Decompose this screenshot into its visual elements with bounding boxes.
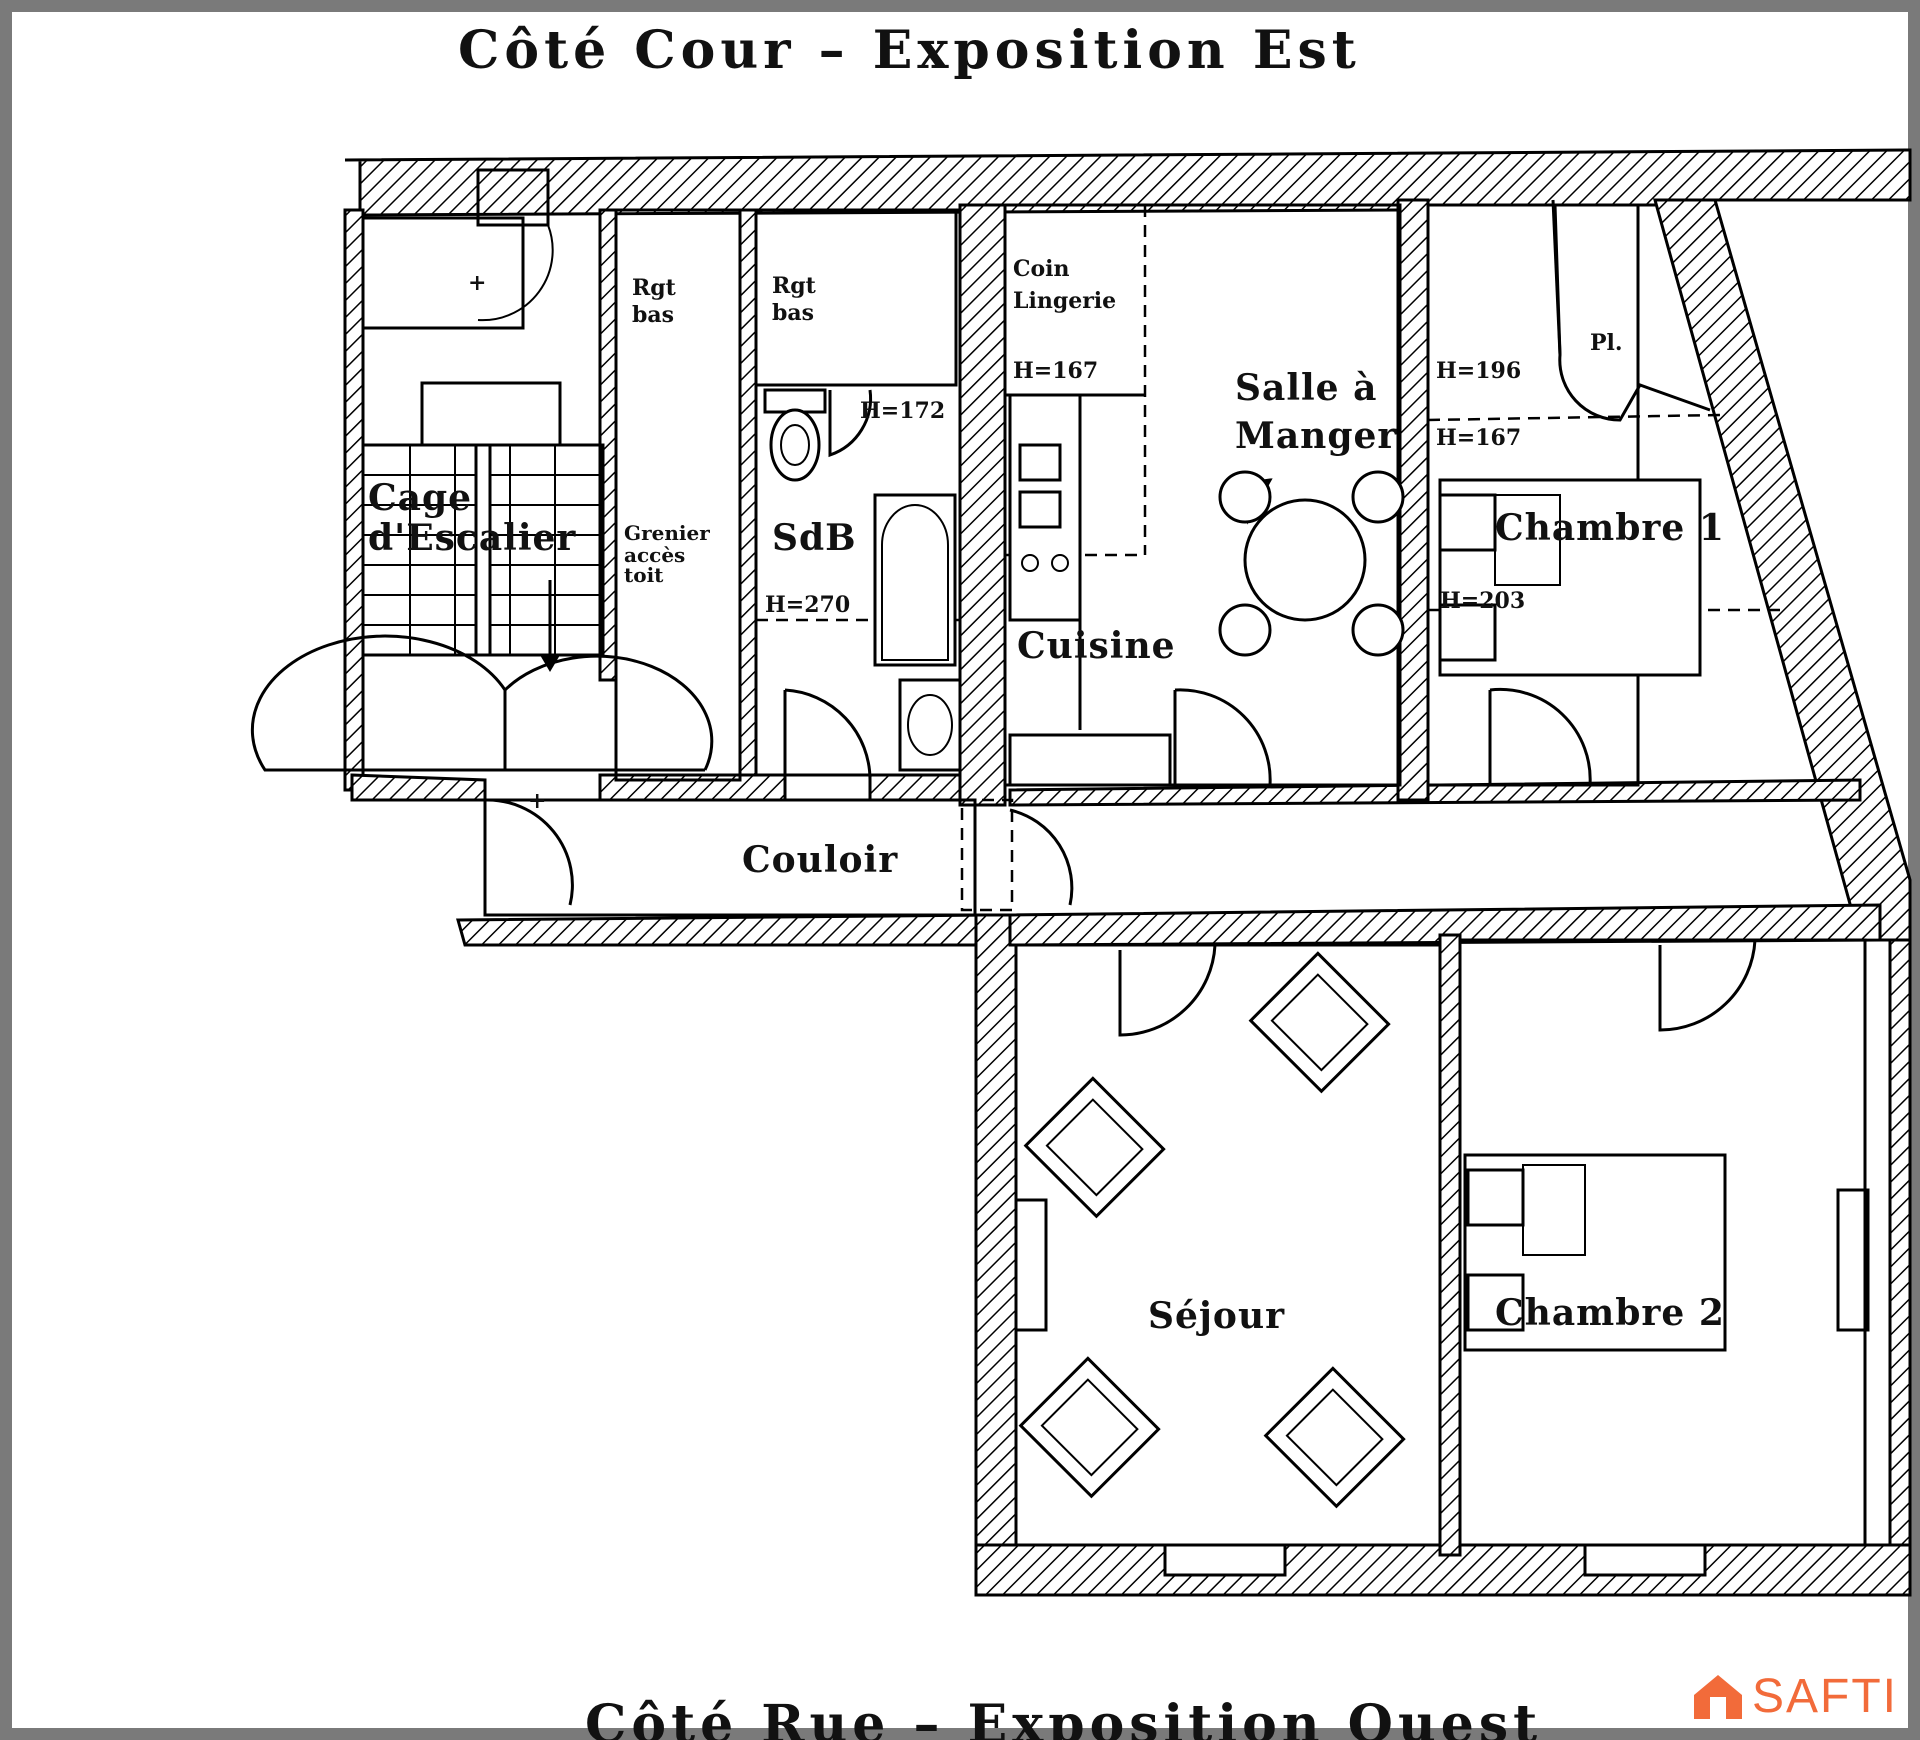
label-cuisine: Cuisine bbox=[1017, 625, 1176, 667]
logo-text: SAFTI bbox=[1751, 1670, 1898, 1723]
label-placard: Pl. bbox=[1590, 330, 1623, 356]
label-grenier-1: Grenier bbox=[624, 521, 710, 545]
label-grenier-2: accès bbox=[624, 543, 685, 567]
height-sdb-wc: H=172 bbox=[860, 398, 945, 424]
label-couloir: Couloir bbox=[742, 839, 898, 881]
room-labels: Cage d'Escalier Rgt bas Rgt bas Grenier … bbox=[368, 256, 1725, 1337]
label-chambre-1: Chambre 1 bbox=[1495, 507, 1725, 549]
house-icon bbox=[1693, 1674, 1742, 1719]
label-lingerie: Lingerie bbox=[1013, 288, 1116, 314]
label-cage-escalier-1: Cage bbox=[368, 477, 472, 519]
safti-logo: SAFTI bbox=[1690, 1669, 1898, 1724]
height-labels: H=172 H=270 H=167 H=196 H=167 H=203 bbox=[765, 358, 1525, 618]
walls bbox=[343, 148, 1912, 1597]
label-cage-escalier-2: d'Escalier bbox=[368, 517, 576, 559]
label-coin: Coin bbox=[1013, 256, 1070, 282]
footer-title: Côté Rue – Exposition Ouest bbox=[585, 1694, 1542, 1740]
height-chambre1-c: H=203 bbox=[1440, 588, 1525, 614]
label-bas-2: bas bbox=[772, 300, 814, 326]
label-sdb: SdB bbox=[772, 517, 857, 559]
label-manger: Manger bbox=[1235, 415, 1397, 457]
height-lingerie: H=167 bbox=[1013, 358, 1098, 384]
interior-lines: + + bbox=[250, 168, 1870, 1577]
stair-treads bbox=[363, 445, 603, 655]
height-chambre1-b: H=167 bbox=[1436, 425, 1521, 451]
svg-text:+: + bbox=[468, 270, 486, 296]
label-salle-a: Salle à bbox=[1235, 367, 1377, 409]
armchairs bbox=[1018, 951, 1406, 1509]
label-sejour: Séjour bbox=[1148, 1295, 1285, 1337]
label-bas-1: bas bbox=[632, 302, 674, 328]
height-sdb: H=270 bbox=[765, 592, 850, 618]
svg-text:+: + bbox=[528, 788, 546, 814]
header-title: Côté Cour – Exposition Est bbox=[458, 20, 1361, 81]
label-chambre-2: Chambre 2 bbox=[1495, 1292, 1725, 1334]
height-chambre1-a: H=196 bbox=[1436, 358, 1521, 384]
label-grenier-3: toit bbox=[624, 563, 664, 587]
label-rgt-1: Rgt bbox=[632, 275, 677, 301]
label-rgt-2: Rgt bbox=[772, 273, 817, 299]
